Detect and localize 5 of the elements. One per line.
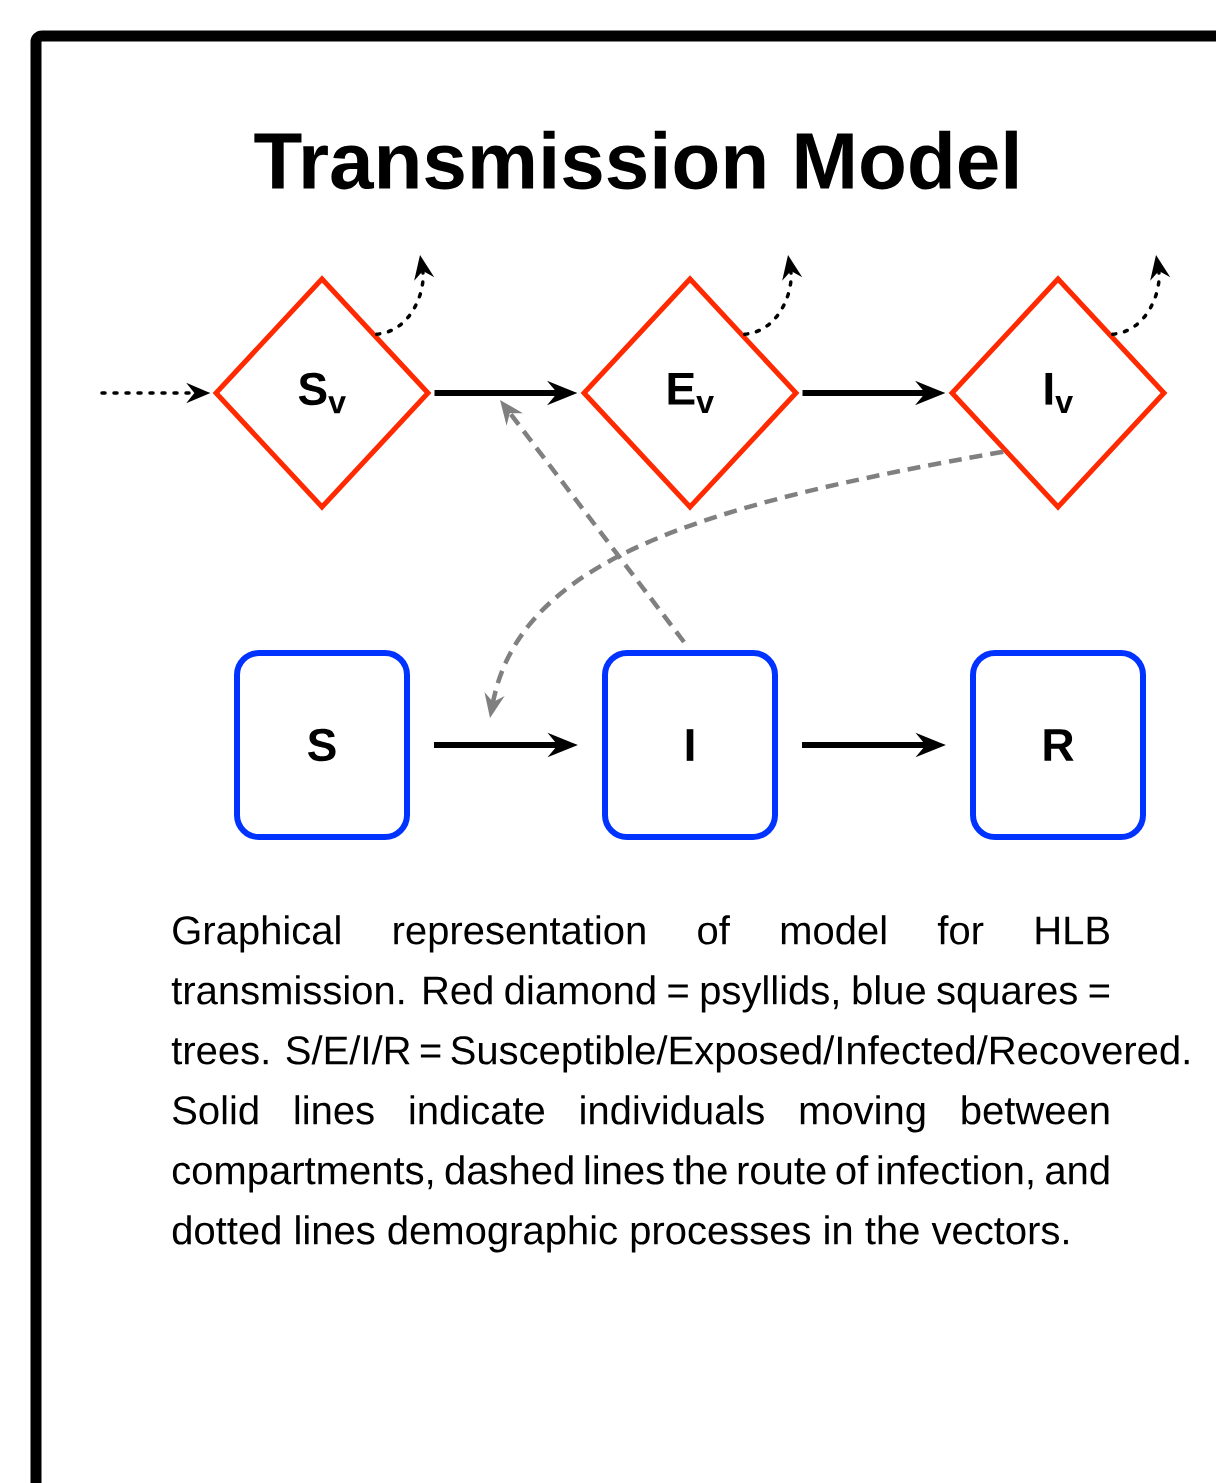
compartment-box: S bbox=[234, 650, 410, 840]
compartment-box: I bbox=[602, 650, 778, 840]
caption: Graphical representation of model for HLB transmission. Red diamond = psyllids, blue squares = trees. S/E/I/R = Susceptible/Exposed/Infected/Recovered. Solid lines indicate individuals moving between compartments, dashed lines the route of infection, and dotted lines demographic processes in the vectors. bbox=[171, 915, 1189, 1253]
title: Transmission Model bbox=[254, 130, 1017, 190]
compartment-box: R bbox=[970, 650, 1146, 840]
